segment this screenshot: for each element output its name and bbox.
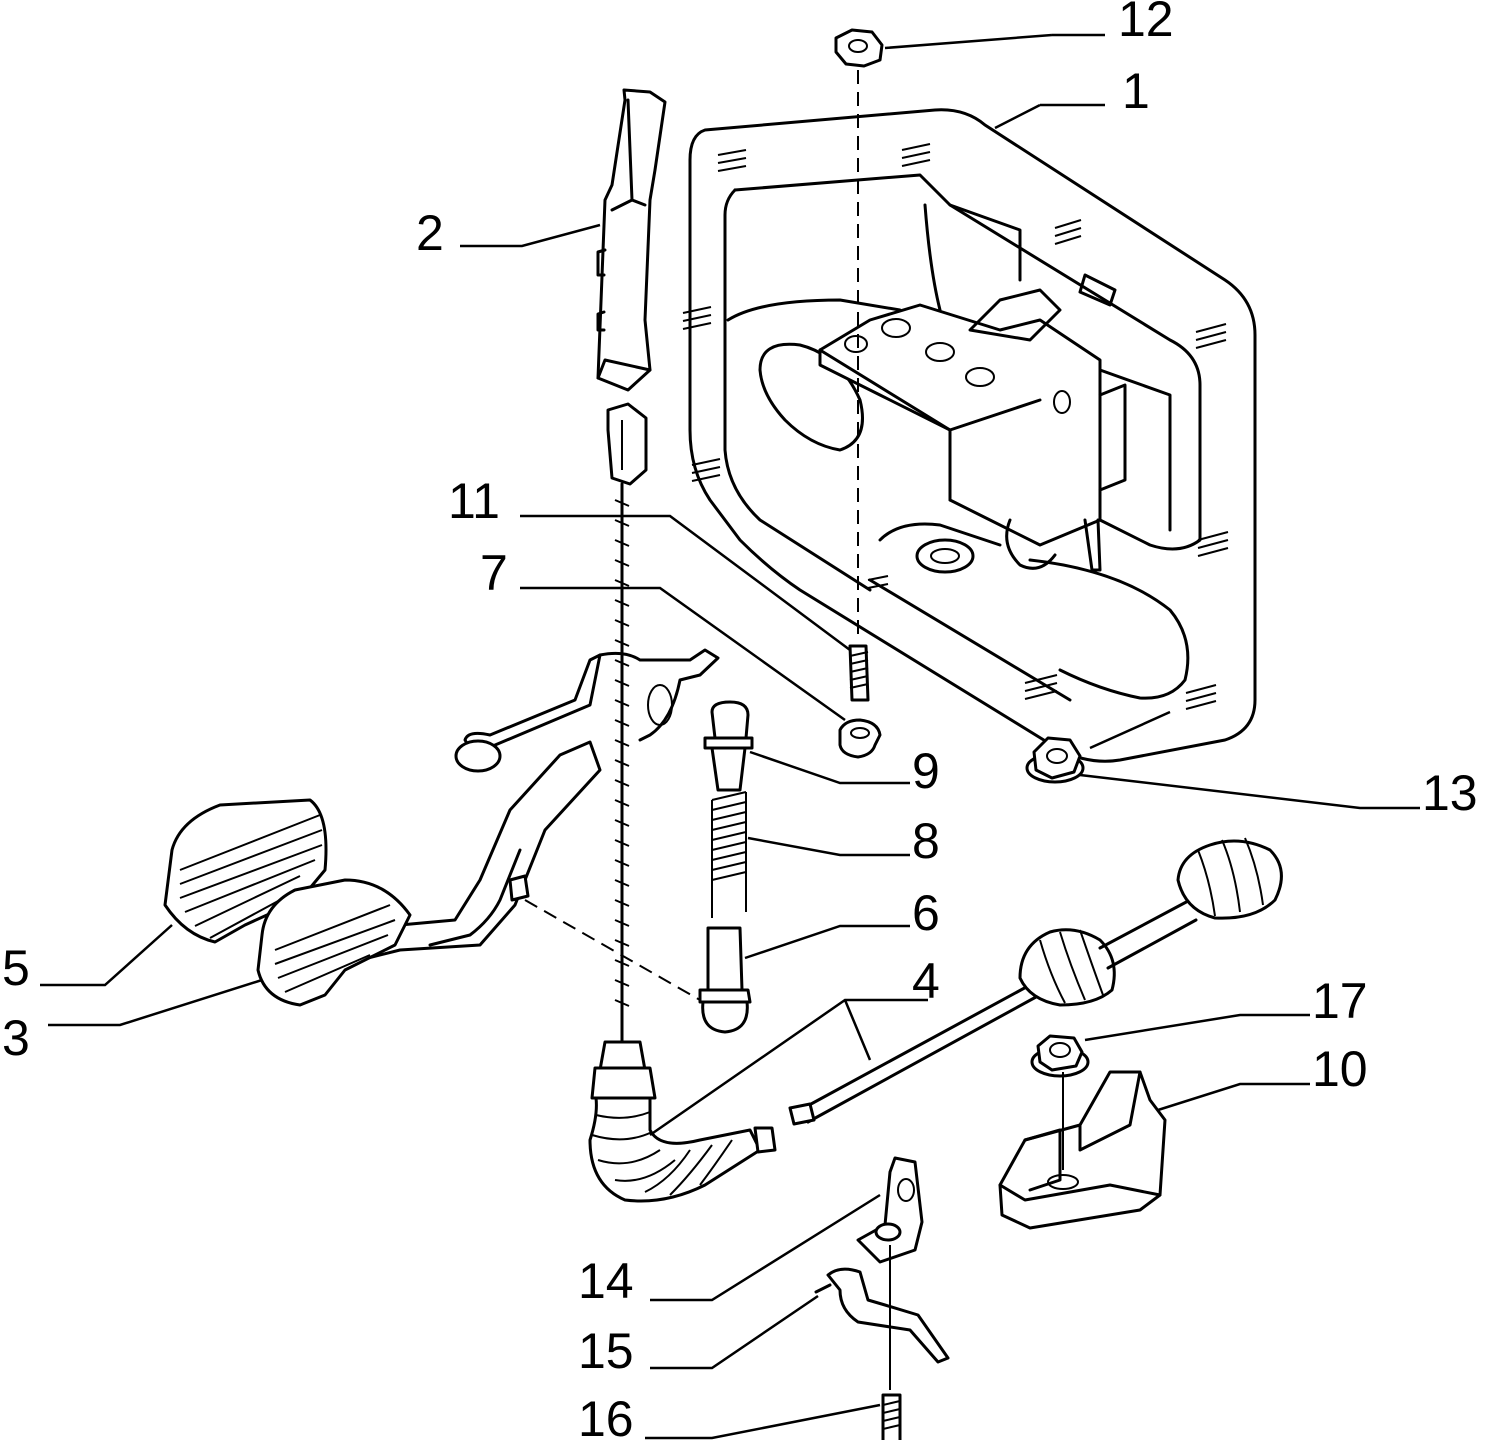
axis-line-pedal bbox=[524, 899, 701, 1001]
callout-1: 1 bbox=[1122, 63, 1150, 119]
part-8-spring bbox=[711, 791, 747, 918]
callout-10: 10 bbox=[1312, 1041, 1368, 1097]
part-12-nut bbox=[834, 28, 884, 68]
part-15-strap bbox=[814, 1267, 950, 1364]
callout-5: 5 bbox=[2, 940, 30, 996]
callout-2: 2 bbox=[416, 205, 444, 261]
part-17-nut bbox=[1030, 1034, 1090, 1078]
callout-8: 8 bbox=[912, 813, 940, 869]
part-5-pedal-pad bbox=[163, 798, 328, 944]
part-13-flange-nut bbox=[1025, 736, 1085, 784]
callout-16: 16 bbox=[578, 1391, 634, 1440]
part-9-pin bbox=[703, 700, 754, 792]
callout-9: 9 bbox=[912, 743, 940, 799]
callout-11: 11 bbox=[448, 473, 500, 529]
part-10-mount bbox=[998, 1070, 1167, 1230]
part-1-pedal-bracket bbox=[682, 108, 1257, 763]
callout-17: 17 bbox=[1312, 973, 1368, 1029]
part-3-pedal-pad bbox=[256, 878, 412, 1007]
callout-12: 12 bbox=[1118, 0, 1174, 47]
part-7-clip bbox=[838, 718, 882, 759]
callout-7: 7 bbox=[480, 545, 508, 601]
part-16-bolt bbox=[881, 1393, 902, 1440]
part-14-bracket bbox=[856, 1156, 924, 1264]
part-6-sleeve bbox=[698, 926, 752, 1034]
callout-4: 4 bbox=[912, 953, 940, 1009]
callout-14: 14 bbox=[578, 1253, 634, 1309]
leader-lines bbox=[40, 33, 1420, 1440]
part-2-cable-bracket bbox=[596, 88, 667, 392]
part-4-cable-sheath bbox=[588, 837, 1283, 1203]
part-11-stud bbox=[848, 644, 870, 702]
callout-13: 13 bbox=[1422, 765, 1478, 821]
callout-3: 3 bbox=[2, 1010, 30, 1066]
callout-6: 6 bbox=[912, 885, 940, 941]
callout-15: 15 bbox=[578, 1323, 634, 1379]
cable-clevis bbox=[606, 402, 648, 486]
